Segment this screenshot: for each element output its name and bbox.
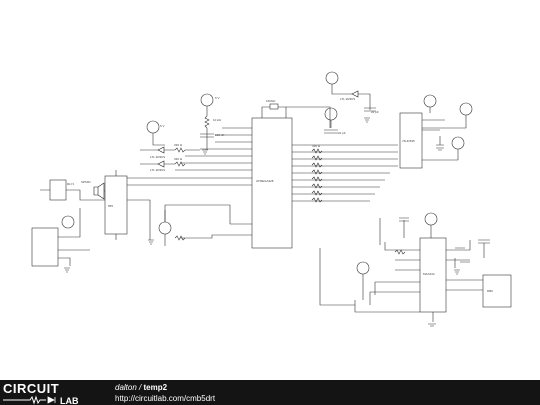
breadcrumb-separator: / [139, 383, 142, 392]
led-2 [157, 160, 165, 168]
resistor-bank [311, 148, 323, 203]
spk-label: SPKR1 [81, 180, 91, 184]
supply-top-left[interactable] [200, 93, 214, 107]
project-title: temp2 [143, 383, 168, 392]
relay[interactable] [49, 179, 67, 201]
mcu-chip[interactable] [251, 117, 293, 249]
supply-right-2[interactable] [459, 102, 473, 116]
left-connector[interactable] [31, 227, 59, 267]
r1-label: 10 kΩ [213, 118, 222, 122]
ic2-label: 555 [108, 204, 113, 208]
con-label: DB9 [487, 289, 493, 293]
supply-mid-right[interactable] [324, 107, 338, 121]
ground-symbols [64, 117, 460, 327]
supply-bottom-right[interactable] [356, 261, 370, 275]
schematic-canvas: 16MHz ATMEGA328 5 V 5 V 10 kΩ 100 nF LTL… [31, 71, 512, 327]
c22-label: 22 pF [371, 110, 379, 114]
supply-right-1[interactable] [423, 94, 437, 108]
right-connector[interactable] [482, 274, 512, 308]
breadcrumb: dalton / temp2 [115, 383, 167, 392]
project-url[interactable]: http://circuitlab.com/cmb5drt [115, 394, 216, 403]
supply-right-4[interactable] [424, 212, 438, 226]
user-link[interactable]: dalton [115, 383, 137, 392]
led3-label: LTL 2R3KS [340, 97, 355, 101]
supply-label-1: 5 V [215, 96, 220, 100]
supply-bottom-left[interactable] [61, 215, 75, 229]
svg-text:LAB: LAB [60, 396, 79, 405]
crystal[interactable] [269, 103, 279, 110]
c22b-label: 22 pF [338, 131, 346, 135]
footer-bar: CIRCUIT LAB dalton / temp2 http://circui… [0, 380, 540, 405]
led2-label: LTL 2R3KS [150, 168, 165, 172]
rbank-label: 330 Ω [312, 144, 321, 148]
xtal-label: 16MHz [266, 99, 276, 103]
led-1 [157, 146, 165, 154]
svg-text:CIRCUIT: CIRCUIT [3, 381, 59, 396]
r3-label: 330 Ω [174, 157, 183, 161]
led1-label: LTL 2R3KS [150, 155, 165, 159]
ic4-label: MAX232 [423, 272, 435, 276]
r2-label: 330 Ω [174, 143, 183, 147]
ic3-label: 74HC595 [402, 139, 415, 143]
circuitlab-logo[interactable]: CIRCUIT LAB [0, 380, 100, 405]
speaker [93, 182, 105, 200]
shift-register-chip[interactable] [399, 112, 423, 169]
supply-label-2: 5 V [160, 124, 165, 128]
supply-center-left[interactable] [158, 221, 172, 235]
mcu-label: ATMEGA328 [256, 179, 274, 183]
supply-left[interactable] [146, 120, 160, 134]
c1-label: 100 nF [215, 133, 225, 137]
relay-label: RLY1 [67, 182, 75, 186]
supply-right-3[interactable] [451, 136, 465, 150]
led-3 [351, 90, 359, 98]
supply-top-center[interactable] [325, 71, 339, 85]
